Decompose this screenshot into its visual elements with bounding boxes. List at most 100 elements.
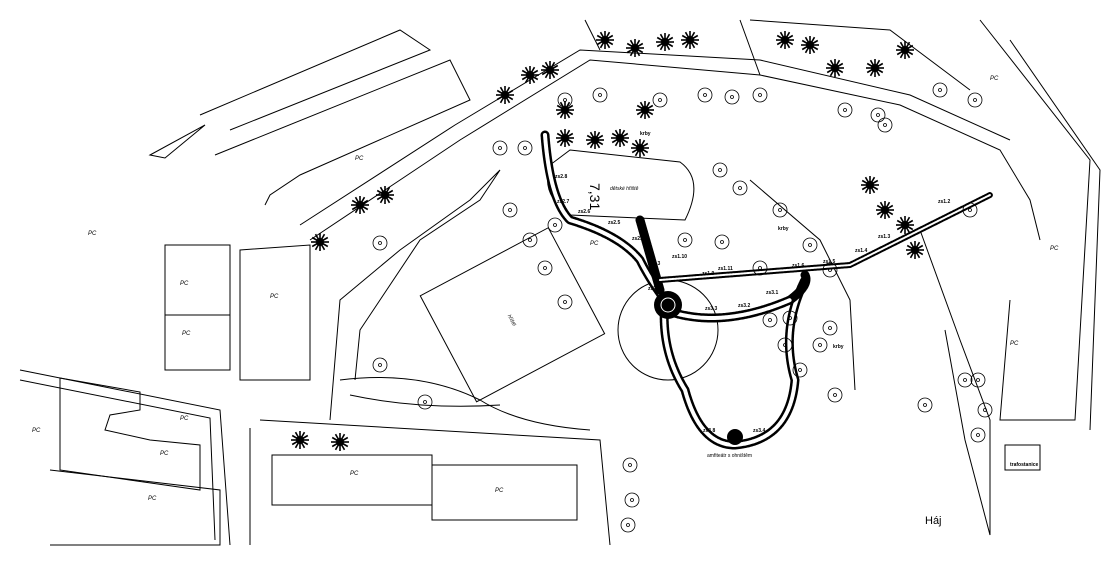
tree-icon bbox=[762, 312, 778, 328]
tree-icon bbox=[502, 202, 518, 218]
shrub-icon bbox=[906, 241, 924, 259]
shrub-icon bbox=[311, 233, 329, 251]
tree-icon bbox=[714, 234, 730, 250]
parcel-mark: PC bbox=[182, 331, 191, 337]
shrub-icon bbox=[496, 86, 514, 104]
tree-icon bbox=[837, 102, 853, 118]
shrub-icon bbox=[896, 216, 914, 234]
tree-icon bbox=[822, 262, 838, 278]
stop-label: zs2.4 bbox=[632, 236, 644, 242]
tree-icon bbox=[802, 237, 818, 253]
parcel-mark: PC bbox=[270, 294, 279, 300]
tree-icon bbox=[712, 162, 728, 178]
tree-icon bbox=[752, 260, 768, 276]
buildings bbox=[19, 19, 1101, 546]
playground-label: dětské hřiště bbox=[610, 186, 639, 192]
shrub-label: krby bbox=[640, 131, 651, 137]
tree-icon bbox=[822, 320, 838, 336]
shrub-icon bbox=[801, 36, 819, 54]
parcel-mark: PC bbox=[1010, 341, 1019, 347]
shrub-icon bbox=[351, 196, 369, 214]
amphitheatre-label: amfiteátr s ohništěm bbox=[707, 453, 752, 459]
tree-icon bbox=[522, 232, 538, 248]
tree-icon bbox=[517, 140, 533, 156]
parcel-mark: PC bbox=[990, 76, 999, 82]
shrub-icon bbox=[896, 41, 914, 59]
tree-icon bbox=[792, 362, 808, 378]
parcel-mark: PC bbox=[350, 471, 359, 477]
shrub-icon bbox=[291, 431, 309, 449]
stop-label: zs1.6 bbox=[792, 263, 804, 269]
transformer-label: trafostanice bbox=[1010, 462, 1039, 468]
stop-label: zs2.3 bbox=[648, 261, 660, 267]
shrub-icon bbox=[331, 433, 349, 451]
tree-icon bbox=[620, 517, 636, 533]
shrub-icon bbox=[681, 31, 699, 49]
stop-label: zs1.4 bbox=[855, 248, 867, 254]
dimension-label: 7,31 bbox=[587, 183, 603, 210]
tree-icon bbox=[724, 89, 740, 105]
shrub-icon bbox=[656, 33, 674, 51]
shrubs bbox=[291, 31, 924, 451]
tree-icon bbox=[557, 294, 573, 310]
tree-icon bbox=[962, 202, 978, 218]
tree-icon bbox=[697, 87, 713, 103]
shrub-icon bbox=[876, 201, 894, 219]
tree-icon bbox=[652, 92, 668, 108]
tree-icon bbox=[917, 397, 933, 413]
tree-icon bbox=[492, 140, 508, 156]
shrub-icon bbox=[586, 131, 604, 149]
tree-icon bbox=[417, 394, 433, 410]
stop-label: zs2.6 bbox=[578, 209, 590, 215]
parcel-mark: PC bbox=[180, 281, 189, 287]
stop-label: zs3.1 bbox=[766, 290, 778, 296]
shrub-icon bbox=[826, 59, 844, 77]
stop-label: zs1.10 bbox=[672, 254, 687, 260]
tree-icon bbox=[537, 260, 553, 276]
stop-label: zs1.11 bbox=[718, 266, 733, 272]
parcel-mark: PC bbox=[495, 488, 504, 494]
stop-label: zs2.7 bbox=[557, 199, 569, 205]
stop-label: zs1.3 bbox=[878, 234, 890, 240]
place-name: Háj bbox=[925, 515, 942, 527]
stop-label: zs3.2 bbox=[738, 303, 750, 309]
parcel-mark: PC bbox=[180, 416, 189, 422]
stop-label: zs3.3 bbox=[705, 306, 717, 312]
shrub-icon bbox=[776, 31, 794, 49]
parcel-mark: PC bbox=[590, 241, 599, 247]
labels: 7,31 dětské hřiště hřiště amfiteátr s oh… bbox=[32, 76, 1059, 527]
tree-icon bbox=[592, 87, 608, 103]
tree-icon bbox=[870, 107, 886, 123]
tree-icon bbox=[777, 337, 793, 353]
parcel-mark: PC bbox=[32, 428, 41, 434]
parcel-mark: PC bbox=[160, 451, 169, 457]
shrub-label: krby bbox=[778, 226, 789, 232]
tree-icon bbox=[782, 310, 798, 326]
tree-icon bbox=[622, 457, 638, 473]
tree-icon bbox=[547, 217, 563, 233]
shrub-label: krby bbox=[833, 344, 844, 350]
tree-icon bbox=[372, 357, 388, 373]
tree-icon bbox=[827, 387, 843, 403]
shrub-icon bbox=[521, 66, 539, 84]
tree-icon bbox=[624, 492, 640, 508]
tree-icon bbox=[372, 235, 388, 251]
parcel-mark: PC bbox=[1050, 246, 1059, 252]
shrub-icon bbox=[376, 186, 394, 204]
stop-label: zs3.4 bbox=[753, 428, 765, 434]
shrub-icon bbox=[861, 176, 879, 194]
stop-label: zs1.9 bbox=[702, 271, 714, 277]
parcel-mark: PC bbox=[355, 156, 364, 162]
stop-label: zs1.5 bbox=[823, 259, 835, 265]
field-label: hřiště bbox=[506, 314, 517, 328]
stop-label: zs2.2 bbox=[648, 286, 660, 292]
shrub-icon bbox=[866, 59, 884, 77]
shrub-icon bbox=[631, 139, 649, 157]
tree-icon bbox=[977, 402, 993, 418]
shrub-icon bbox=[556, 129, 574, 147]
stop-label: zs2.8 bbox=[555, 174, 567, 180]
tree-icon bbox=[970, 372, 986, 388]
tree-icon bbox=[957, 372, 973, 388]
parcel-mark: PC bbox=[148, 496, 157, 502]
